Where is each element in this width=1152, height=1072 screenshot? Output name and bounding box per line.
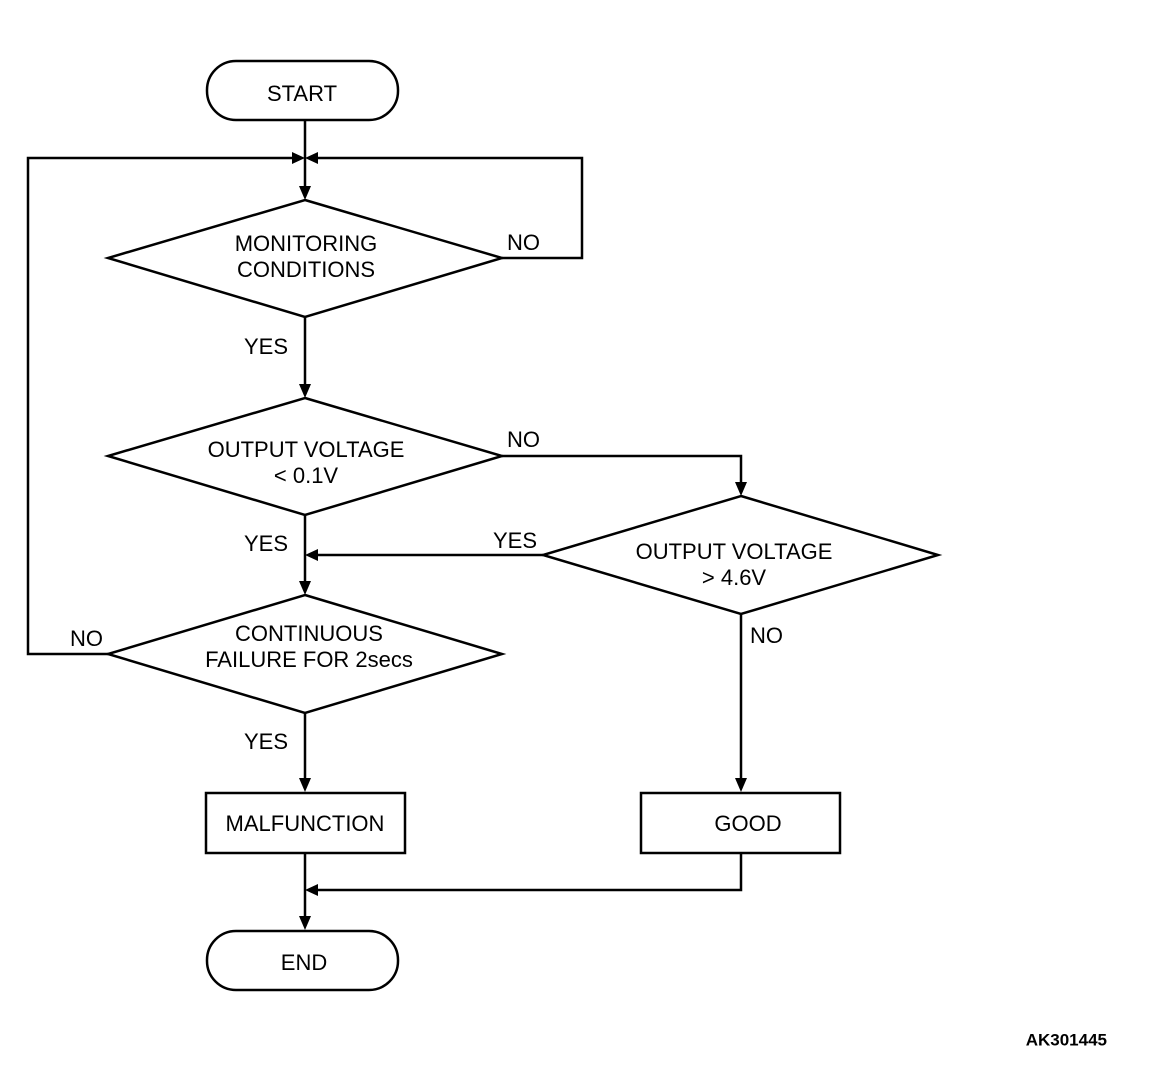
- start-terminal: [205, 59, 400, 122]
- arrowhead: [299, 778, 311, 792]
- decision-monitoring-line-2: CONDITIONS: [237, 257, 375, 282]
- branch-label-continuous-no: NO: [70, 626, 103, 651]
- connector-good-to-end: [315, 853, 743, 892]
- arrowhead: [305, 152, 318, 164]
- branch-label-low-voltage-no: NO: [507, 427, 540, 452]
- decision-low-voltage-line-1: OUTPUT VOLTAGE: [208, 437, 405, 462]
- start-label: START: [267, 81, 337, 106]
- connector-continuous-no-loop: [26, 156, 295, 656]
- decision-continuous-line-2: FAILURE FOR 2secs: [205, 647, 413, 672]
- arrowhead: [305, 884, 318, 896]
- branch-label-low-voltage-yes: YES: [244, 531, 288, 556]
- arrowhead: [735, 482, 747, 496]
- result-malfunction-label: MALFUNCTION: [226, 811, 385, 836]
- branch-label-monitoring-no: NO: [507, 230, 540, 255]
- connector-low-voltage-no: [502, 454, 743, 486]
- arrowhead: [299, 384, 311, 398]
- arrowhead: [305, 549, 318, 561]
- arrowhead: [292, 152, 305, 164]
- arrowhead: [299, 916, 311, 930]
- decision-monitoring-line-1: MONITORING: [235, 231, 378, 256]
- arrowhead: [299, 186, 311, 200]
- result-malfunction-box: [204, 791, 407, 855]
- end-label: END: [281, 950, 327, 975]
- decision-monitoring-conditions: [103, 198, 507, 319]
- branch-label-continuous-yes: YES: [244, 729, 288, 754]
- arrowhead: [299, 581, 311, 595]
- branch-label-high-voltage-yes: YES: [493, 528, 537, 553]
- decision-high-voltage-line-1: OUTPUT VOLTAGE: [636, 539, 833, 564]
- figure-reference-code: AK301445: [1026, 1030, 1107, 1049]
- decision-continuous-line-1: CONTINUOUS: [235, 621, 383, 646]
- decision-low-voltage-line-2: < 0.1V: [274, 463, 339, 488]
- end-terminal: [205, 929, 400, 992]
- decision-output-voltage-low: [103, 396, 507, 517]
- result-good-label: GOOD: [714, 811, 781, 836]
- branch-label-monitoring-yes: YES: [244, 334, 288, 359]
- connector-monitoring-no-loop: [315, 156, 584, 260]
- decision-continuous-failure: [103, 593, 507, 715]
- arrowhead: [735, 778, 747, 792]
- decision-output-voltage-high: [538, 494, 943, 616]
- result-good-box: [639, 791, 842, 855]
- decision-high-voltage-line-2: > 4.6V: [702, 565, 767, 590]
- branch-label-high-voltage-no: NO: [750, 623, 783, 648]
